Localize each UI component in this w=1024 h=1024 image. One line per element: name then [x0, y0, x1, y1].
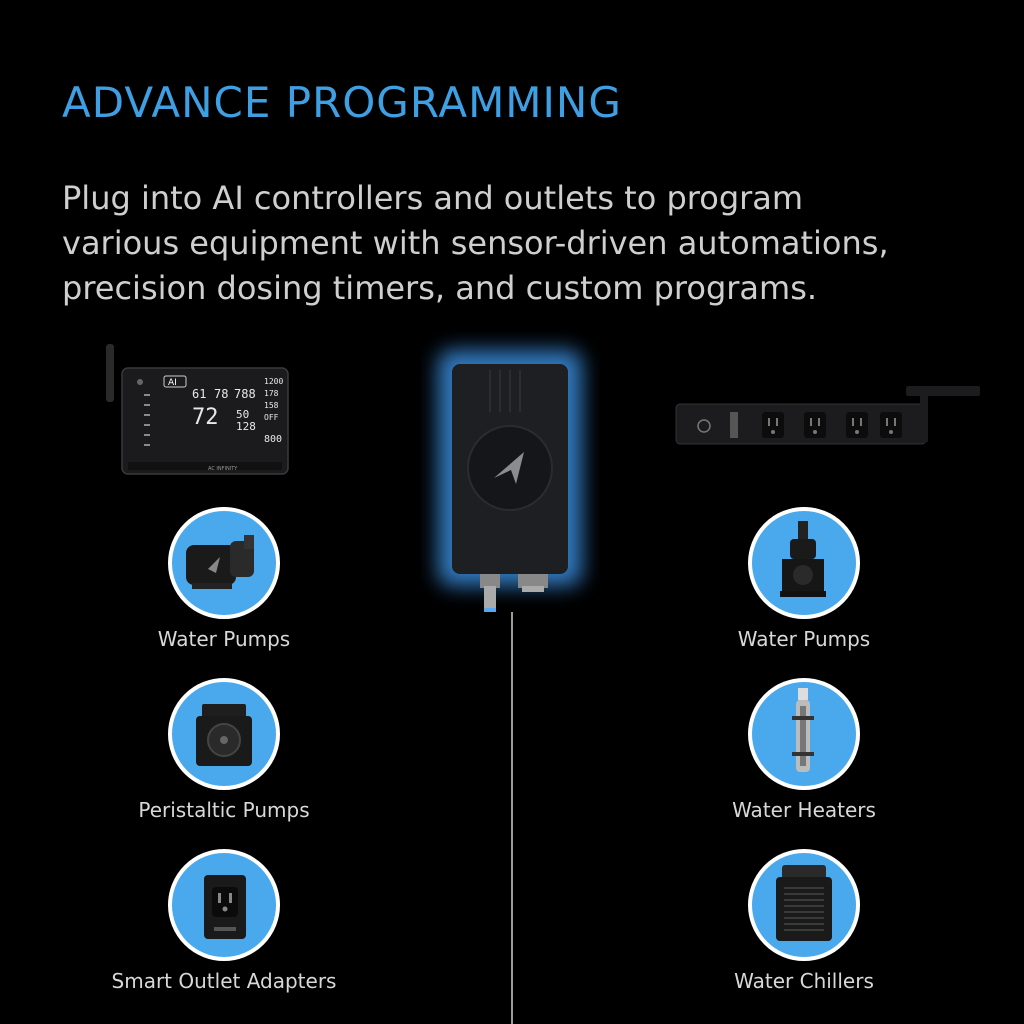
sensor-module-image [438, 350, 582, 1024]
water-pump-icon [168, 507, 280, 619]
readout-7: 72 [192, 405, 219, 430]
outlet-adapter-icon [168, 849, 280, 961]
right-item-label-3: Water Chillers [734, 969, 874, 993]
readout-3: 788 [234, 387, 256, 401]
readout-9: OFF [264, 413, 279, 422]
readout-11: 800 [264, 434, 282, 445]
peristaltic-pump-icon [168, 678, 280, 790]
left-item-label-2: Peristaltic Pumps [138, 798, 310, 822]
smart-outlet-image [675, 386, 980, 445]
readout-8: 50 [236, 408, 249, 421]
readout-4: 1200 [264, 377, 283, 386]
left-item-label-1: Water Pumps [157, 627, 291, 651]
submersible-pump-icon [748, 507, 860, 619]
right-item-label-1: Water Pumps [737, 627, 871, 651]
readout-1: 61 [192, 387, 206, 401]
right-item-label-2: Water Heaters [732, 798, 876, 822]
water-heater-icon [748, 678, 860, 790]
readout-2: 78 [214, 387, 228, 401]
readout-5: 178 [264, 389, 279, 398]
subtitle-line: various equipment with sensor-driven aut… [62, 224, 889, 262]
ai-badge: AI [168, 378, 177, 388]
subtitle-line: precision dosing timers, and custom prog… [62, 269, 818, 307]
water-chiller-icon [748, 849, 860, 961]
ai-controller-image: AI 61 78 788 1200 178 158 72 50 OFF 128 … [106, 344, 289, 475]
left-item-label-3: Smart Outlet Adapters [111, 969, 337, 993]
page-title: ADVANCE PROGRAMMING [62, 78, 622, 127]
subtitle-line: Plug into AI controllers and outlets to … [62, 179, 804, 217]
controller-brand: AC INFINITY [208, 466, 238, 472]
page-subtitle: Plug into AI controllers and outlets to … [62, 176, 982, 311]
readout-10: 128 [236, 420, 256, 433]
readout-6: 158 [264, 401, 279, 410]
